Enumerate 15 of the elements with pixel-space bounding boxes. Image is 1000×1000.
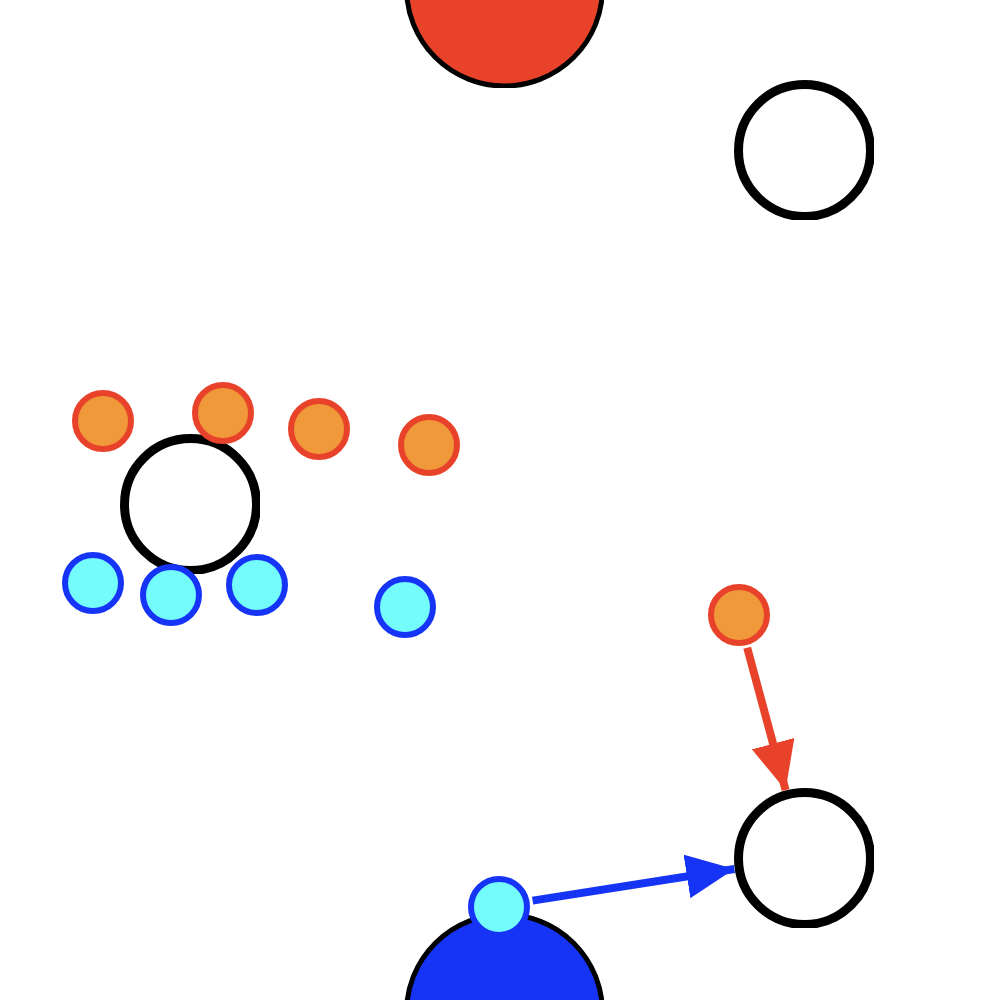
small-disc [397,413,459,475]
ring [733,787,875,929]
small-disc [191,381,253,443]
arrow [743,646,795,792]
small-disc [139,563,201,625]
arrow [531,854,736,905]
ring [119,433,261,575]
small-disc [287,397,349,459]
small-disc [707,583,769,645]
small-disc [225,553,287,615]
small-disc [467,875,529,937]
ring [733,79,875,221]
small-disc [373,575,435,637]
small-disc [71,389,133,451]
small-disc [61,551,123,613]
